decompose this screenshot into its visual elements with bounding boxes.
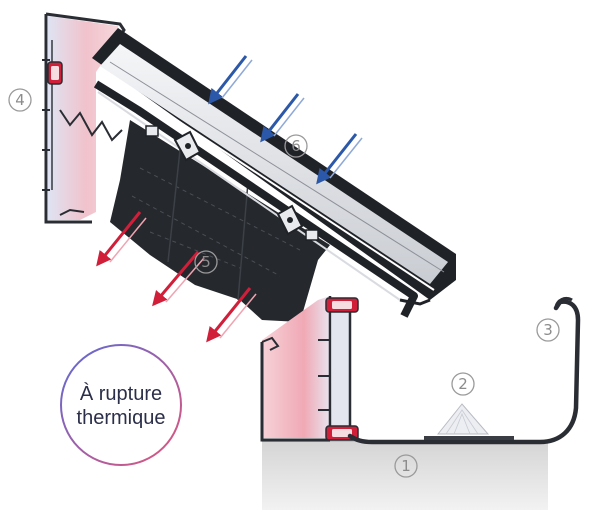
glazing-clip — [276, 204, 304, 236]
sealing-pad — [424, 403, 514, 440]
arrow-down-left-icon — [96, 211, 147, 267]
badge-line-1: À rupture — [80, 382, 162, 405]
arrow-down-left-icon — [260, 93, 305, 143]
callout-4-label: 4 — [15, 91, 25, 109]
arrow-down-left-icon — [152, 251, 205, 307]
concrete-slab — [262, 440, 548, 510]
lower-curb-profile — [260, 296, 359, 442]
badge-line-2: thermique — [77, 407, 166, 429]
arrow-down-left-icon — [208, 55, 253, 105]
inner-lining — [110, 120, 330, 322]
sloped-glazing-panel — [92, 28, 456, 318]
arrow-down-left-icon — [206, 287, 257, 343]
glazing-clip — [173, 130, 202, 162]
callout-3: 3 — [536, 318, 560, 342]
callout-3-label: 3 — [543, 321, 553, 339]
callout-2: 2 — [451, 372, 475, 396]
warm-air-arrows — [96, 211, 257, 343]
callout-6: 6 — [284, 134, 308, 158]
callout-5-label: 5 — [201, 253, 211, 271]
arrow-down-left-icon — [316, 133, 363, 185]
callout-1: 1 — [394, 454, 418, 478]
thermal-break-badge: À rupture thermique — [60, 344, 182, 466]
callout-6-label: 6 — [291, 137, 301, 155]
callout-2-label: 2 — [458, 375, 468, 393]
upstand-flashing — [347, 296, 581, 445]
callout-1-label: 1 — [401, 457, 411, 475]
callout-4: 4 — [8, 88, 32, 112]
callout-5: 5 — [194, 250, 218, 274]
cold-air-arrows — [208, 55, 363, 185]
